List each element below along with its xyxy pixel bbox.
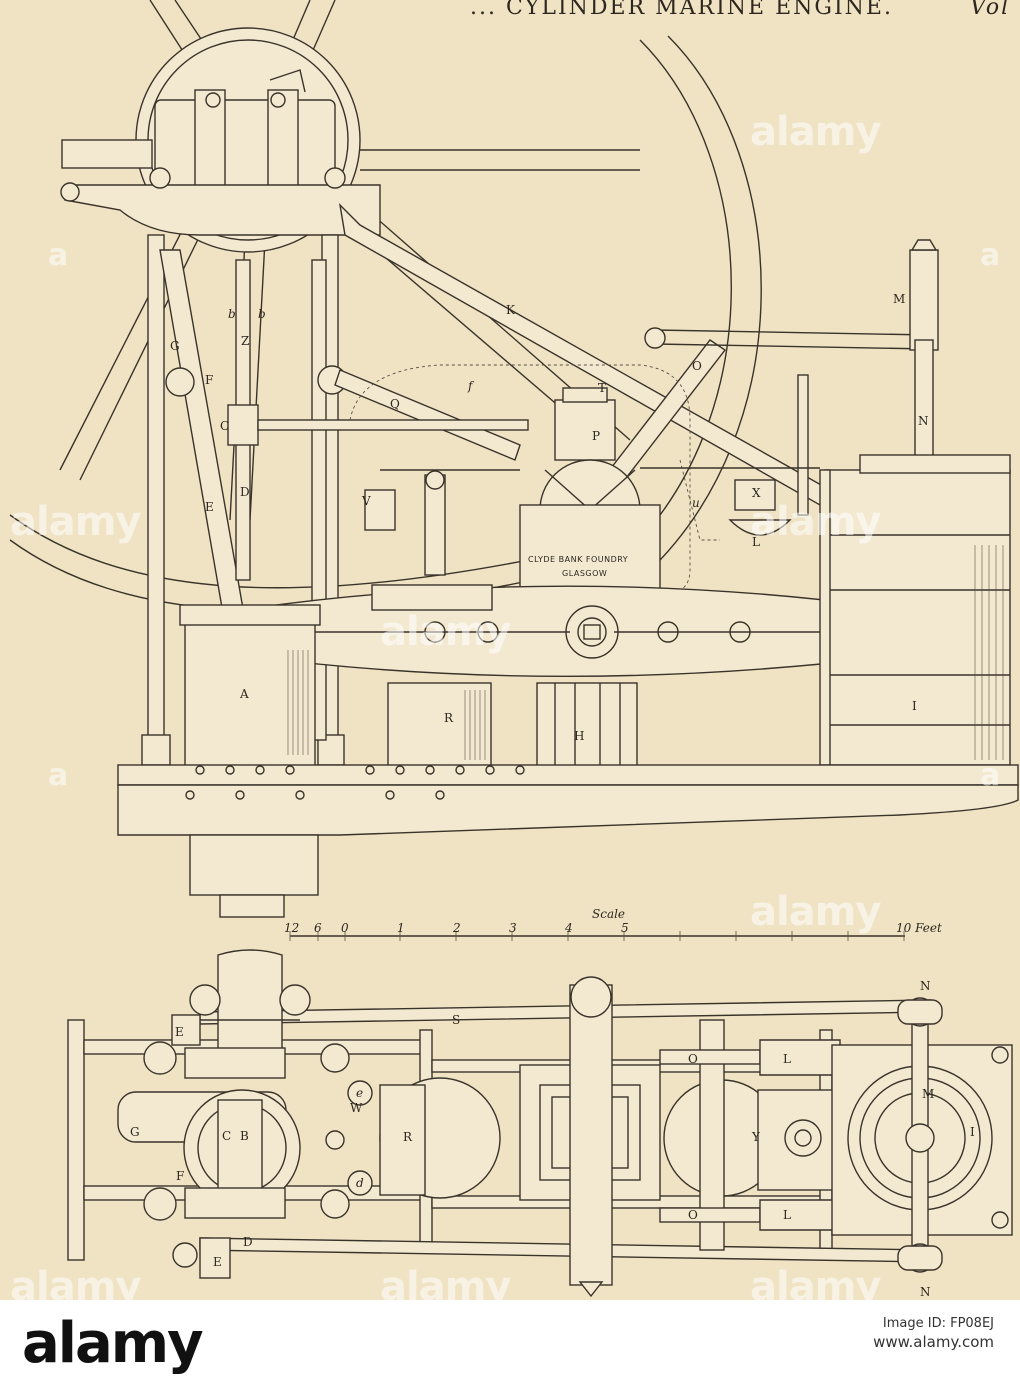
- plan-label-E-bottom: E: [213, 1255, 222, 1269]
- plan-label-L-bottom: L: [783, 1208, 791, 1222]
- watermark-fragment: a: [48, 758, 68, 793]
- plan-view: N N E E S O O L L M I G C B F W R Y D e …: [67, 949, 1013, 1299]
- watermark: alamy: [750, 1264, 881, 1300]
- label-V: V: [361, 494, 371, 508]
- label-X: X: [752, 486, 761, 500]
- label-u: u: [692, 496, 700, 510]
- plan-label-Y: Y: [751, 1130, 761, 1144]
- scale-tick-6: 6: [314, 921, 322, 935]
- watermark: alamy: [750, 499, 881, 545]
- plan-label-N-bottom: N: [920, 1285, 931, 1299]
- scale-bar: Scale 12 6 0 1 2 3 4 5 10 Feet: [284, 907, 942, 941]
- engine-drawing: ... CYLINDER MARINE ENGINE. Vol: [9, 0, 1019, 1300]
- plan-label-N-top: N: [920, 979, 931, 993]
- watermark-fragment: a: [48, 238, 68, 273]
- label-A: A: [239, 687, 249, 701]
- plan-label-B: B: [240, 1129, 249, 1143]
- label-L: L: [752, 535, 760, 549]
- elevation-view: CLYDE BANK FOUNDRY GLASGOW: [9, 0, 1019, 918]
- label-Z: Z: [241, 334, 249, 348]
- volume-label: Vol: [970, 0, 1010, 20]
- watermark: alamy: [10, 1264, 141, 1300]
- label-P: P: [592, 429, 600, 443]
- scale-tick-5: 5: [621, 921, 629, 935]
- label-M: M: [893, 292, 905, 306]
- label-Q: Q: [390, 397, 400, 411]
- scale-tick-12: 12: [284, 921, 299, 935]
- image-meta: Image ID: FP08EJ www.alamy.com: [873, 1312, 994, 1351]
- label-E: E: [205, 500, 214, 514]
- scale-tick-2: 2: [452, 921, 461, 935]
- plan-label-O-bottom: O: [688, 1208, 698, 1222]
- plan-label-S: S: [452, 1013, 460, 1027]
- label-f: f: [467, 379, 475, 393]
- plan-label-I: I: [970, 1125, 975, 1139]
- scale-tick-0: 0: [341, 921, 349, 935]
- label-b-2: b: [258, 307, 266, 321]
- label-C: C: [220, 419, 229, 433]
- plan-label-M: M: [922, 1087, 934, 1101]
- alamy-logo: alamy: [22, 1311, 204, 1376]
- plan-label-R: R: [403, 1130, 413, 1144]
- label-K: K: [506, 303, 516, 317]
- label-O: O: [692, 359, 702, 373]
- watermark-fragment: a: [980, 758, 1000, 793]
- label-N: N: [918, 414, 929, 428]
- label-D: D: [240, 485, 250, 499]
- plan-label-e: e: [356, 1086, 363, 1100]
- plan-label-F: F: [176, 1169, 184, 1183]
- label-b-1: b: [228, 307, 236, 321]
- plan-label-G: G: [130, 1125, 140, 1139]
- watermark: alamy: [380, 1264, 511, 1300]
- plan-label-d: d: [356, 1176, 364, 1190]
- label-R: R: [444, 711, 454, 725]
- watermark: alamy: [750, 109, 881, 155]
- scale-title: Scale: [592, 907, 625, 921]
- watermark: alamy: [750, 889, 881, 935]
- label-G: G: [170, 339, 180, 353]
- watermark: alamy: [380, 609, 511, 655]
- watermark-layer: alamy alamy alamy alamy alamy alamy alam…: [10, 109, 1000, 1300]
- label-T: T: [598, 381, 606, 395]
- plate-title: ... CYLINDER MARINE ENGINE.: [470, 0, 893, 20]
- image-id-label: Image ID: FP08EJ: [882, 1316, 994, 1331]
- label-I: I: [912, 699, 917, 713]
- engraving-plate: ... CYLINDER MARINE ENGINE. Vol: [0, 0, 1020, 1300]
- scale-tick-3: 3: [509, 921, 517, 935]
- plan-label-O-top: O: [688, 1052, 698, 1066]
- watermark-fragment: a: [980, 238, 1000, 273]
- foundry-name: CLYDE BANK FOUNDRY: [528, 555, 628, 564]
- scale-tick-1: 1: [397, 921, 405, 935]
- site-url: www.alamy.com: [873, 1333, 994, 1351]
- plan-label-D: D: [243, 1235, 253, 1249]
- plan-label-E-top: E: [175, 1025, 184, 1039]
- scale-tick-10-feet: 10 Feet: [896, 921, 942, 935]
- plan-label-W: W: [350, 1101, 363, 1115]
- plan-label-L-top: L: [783, 1052, 791, 1066]
- plan-label-C: C: [222, 1129, 231, 1143]
- watermark: alamy: [10, 499, 141, 545]
- label-H: H: [574, 729, 584, 743]
- scale-tick-4: 4: [564, 921, 573, 935]
- label-F: F: [205, 373, 213, 387]
- foundry-city: GLASGOW: [562, 569, 607, 578]
- stock-footer: alamy Image ID: FP08EJ www.alamy.com: [0, 1300, 1020, 1390]
